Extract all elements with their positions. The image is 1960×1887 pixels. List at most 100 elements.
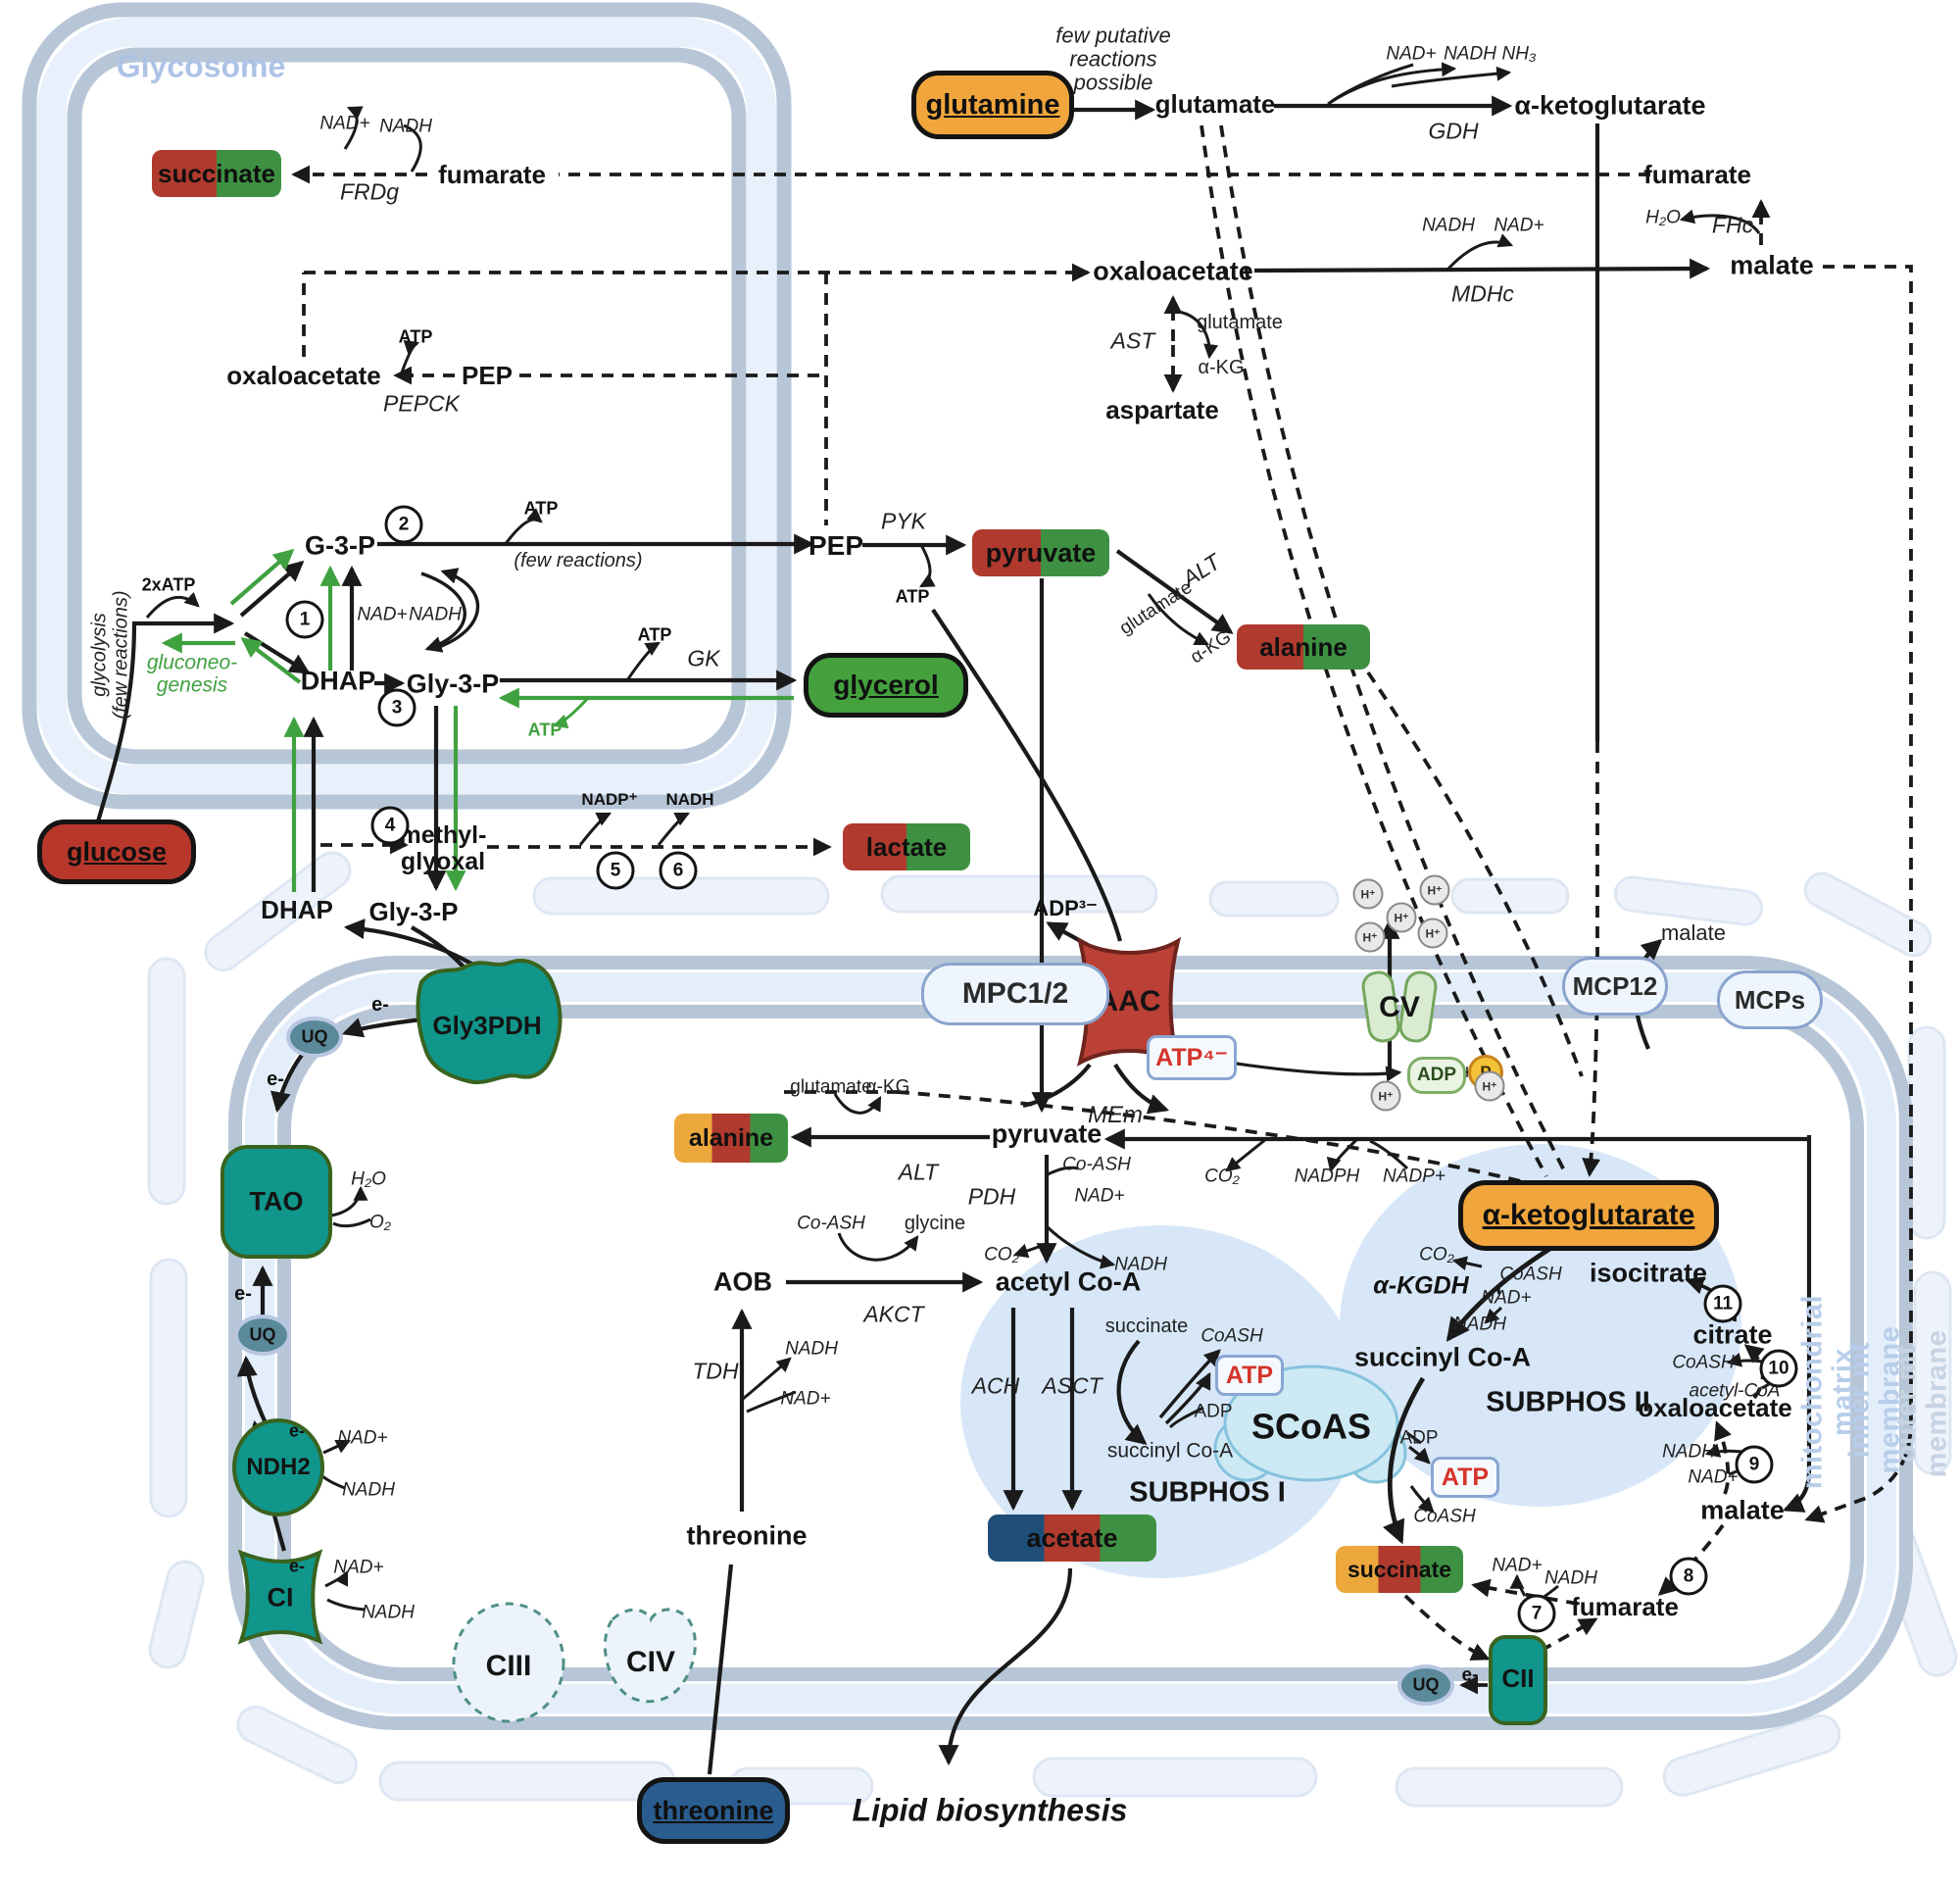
threonine-badge-label: threonine — [653, 1795, 774, 1825]
akg-alt-mito: α-KG — [865, 1076, 910, 1098]
nadh-akgdh: NADH — [1453, 1314, 1506, 1335]
subphos1-label: SUBPHOS I — [1129, 1476, 1286, 1509]
glucose-badge-label: glucose — [66, 836, 168, 867]
nadh-mdh-mito: NADH — [1662, 1441, 1715, 1463]
ci-label: CI — [267, 1582, 294, 1613]
nh3-gdh: NH₃ — [1501, 43, 1537, 65]
co2-akgdh: CO₂ — [1419, 1244, 1454, 1266]
atp-pepck: ATP — [398, 326, 433, 347]
cv-label: CV — [1379, 990, 1420, 1023]
nad-pdh: NAD+ — [1074, 1185, 1125, 1207]
h2o-tao: H₂O — [351, 1168, 386, 1190]
succinate-mito-badge-label: succinate — [1347, 1556, 1452, 1582]
nadh-ndh2: NADH — [342, 1479, 395, 1501]
lactate-badge: lactate — [843, 823, 970, 870]
coash-pdh: Co-ASH — [1062, 1154, 1131, 1175]
malate-mito: malate — [1700, 1495, 1785, 1525]
alt-mito-enzyme: ALT — [898, 1159, 939, 1185]
step-circle-11: 11 — [1703, 1284, 1742, 1323]
pepck-enzyme: PEPCK — [383, 390, 460, 417]
alanine-cytosol-badge: alanine — [1237, 624, 1370, 670]
e-uq-tao: e- — [267, 1068, 284, 1091]
nad-mdhc: NAD+ — [1494, 215, 1544, 236]
e-ci: e- — [288, 1556, 306, 1576]
glycosome-membrane — [22, 2, 792, 810]
lipid-biosynthesis: Lipid biosynthesis — [852, 1792, 1128, 1828]
glutamine-badge-label: glutamine — [925, 88, 1060, 121]
oxaloacetate-glycosome: oxaloacetate — [226, 360, 381, 390]
pep-glycosome: PEP — [461, 360, 514, 390]
glutamine-badge: glutamine — [911, 71, 1074, 139]
akg-cytosol: α-ketoglutarate — [1514, 90, 1706, 121]
nadp-mg: NADP⁺ — [581, 789, 638, 809]
succinate-glycosome-badge-label: succinate — [158, 158, 275, 188]
ciii-complex — [452, 1602, 565, 1723]
threonine-badge: threonine — [637, 1777, 790, 1844]
coash-akgdh: CoASH — [1499, 1264, 1562, 1285]
ndh2-complex — [232, 1418, 324, 1516]
ci-complex — [237, 1549, 323, 1645]
step-circle-7: 7 — [1517, 1594, 1556, 1633]
malate-cytosol: malate — [1730, 250, 1814, 280]
h2o-fhc: H₂O — [1645, 207, 1681, 228]
threonine-mito: threonine — [686, 1520, 808, 1551]
civ-label: CIV — [625, 1645, 676, 1678]
ciii-label: CIII — [485, 1649, 532, 1682]
nadh-frdm: NADH — [1544, 1567, 1597, 1589]
pdh-enzyme: PDH — [967, 1183, 1016, 1210]
methylglyoxal: methyl- glyoxal — [399, 821, 487, 875]
atp4-box: ATP⁴⁻ — [1147, 1035, 1237, 1080]
o2-tao: O₂ — [368, 1212, 392, 1233]
akgdh-enzyme: α-KGDH — [1373, 1271, 1469, 1300]
nad-frdm: NAD+ — [1492, 1555, 1543, 1576]
outer-membrane-label: outer mt membrane — [1890, 1329, 1953, 1478]
gk-enzyme: GK — [687, 645, 720, 671]
adp-asct: ADP — [1194, 1401, 1233, 1422]
nad-gdh: NAD+ — [1386, 43, 1437, 65]
uq-bottom-label: UQ — [1412, 1674, 1440, 1695]
frdg-enzyme: FRDg — [339, 178, 400, 205]
adp-pill: ADP — [1407, 1057, 1466, 1094]
h-plus-ion: H⁺ — [1370, 1080, 1401, 1112]
h-plus-ion: H⁺ — [1417, 918, 1448, 949]
mem-enzyme: MEm — [1088, 1102, 1143, 1129]
co2-mem: CO₂ — [1204, 1166, 1240, 1187]
h-plus-ion: H⁺ — [1419, 874, 1450, 906]
atp-pyk: ATP — [895, 586, 930, 607]
fumarate-mito: fumarate — [1571, 1591, 1679, 1621]
oxaloacetate-mito: oxaloacetate — [1638, 1392, 1792, 1422]
scoas-label: SCoAS — [1250, 1406, 1372, 1447]
e-cii: e- — [1461, 1664, 1479, 1686]
tao-complex — [220, 1145, 332, 1259]
nadh-tdh: NADH — [785, 1338, 838, 1360]
pyruvate-cytosol-badge: pyruvate — [972, 529, 1109, 576]
nad-frdg: NAD+ — [319, 113, 370, 134]
nad-tdh: NAD+ — [780, 1388, 831, 1410]
two-atp: 2xATP — [141, 574, 196, 595]
atp-glycolysis: ATP — [523, 498, 559, 519]
nad-akgdh: NAD+ — [1481, 1287, 1532, 1309]
nadh-frdg: NADH — [379, 116, 432, 137]
gly3p-cytosol: Gly-3-P — [368, 896, 459, 926]
step-circle-1: 1 — [285, 600, 324, 639]
acetylcoa-cs: acetyl-CoA — [1689, 1380, 1781, 1402]
nadh-ci: NADH — [362, 1602, 415, 1623]
nadph-mem: NADPH — [1294, 1166, 1360, 1187]
step-circle-3: 3 — [377, 688, 416, 727]
e-ndh2: e- — [288, 1420, 306, 1441]
atp-gk-green: ATP — [527, 720, 563, 740]
civ-complex — [603, 1608, 697, 1704]
step-circle-6: 6 — [659, 851, 698, 890]
pyruvate-mito: pyruvate — [991, 1118, 1102, 1149]
acetyl-coa-node: acetyl Co-A — [995, 1266, 1142, 1297]
coash-scoas: CoASH — [1413, 1506, 1476, 1527]
pyruvate-cytosol-badge-label: pyruvate — [985, 537, 1097, 568]
g3p-node: G-3-P — [304, 530, 376, 561]
pep-cytosol: PEP — [808, 529, 864, 561]
few-putative-note: few putative reactions possible — [1055, 23, 1171, 94]
subphos1-halo — [960, 1225, 1362, 1578]
adp3-label: ADP³⁻ — [1033, 896, 1098, 921]
ndh2-label: NDH2 — [246, 1454, 311, 1481]
cii-label: CII — [1501, 1663, 1535, 1693]
